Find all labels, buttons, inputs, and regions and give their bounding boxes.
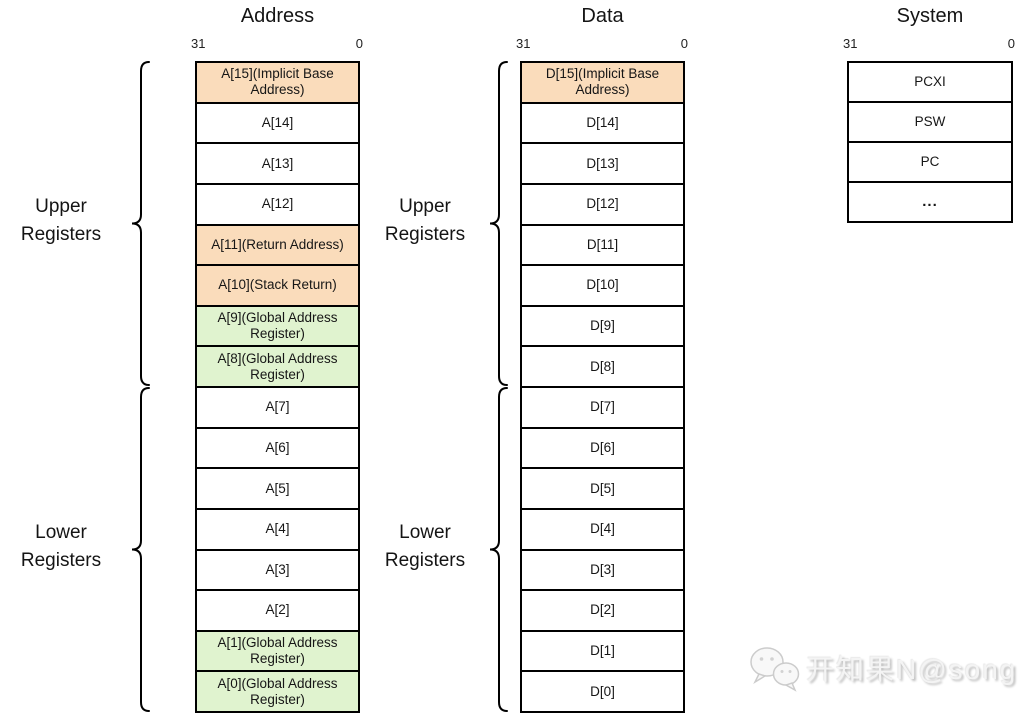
brace-data-lower: [489, 387, 508, 712]
register-cell-label: D[15](Implicit Base Address): [545, 66, 660, 98]
register-cell-label: A[6]: [265, 439, 290, 455]
register-cell-a-10-stack-return: A[10](Stack Return): [197, 266, 358, 307]
register-cell-label: A[11](Return Address): [211, 236, 344, 252]
register-cell-label: D[0]: [590, 683, 615, 699]
system-bit-range: 31 0: [843, 36, 1015, 51]
system-register-column: PCXI PSW PC...: [847, 61, 1013, 223]
register-cell-a-12: A[12]: [197, 184, 358, 226]
brace-address-lower: [131, 387, 150, 712]
register-cell-: ...: [849, 183, 1011, 221]
register-cell-label: A[3]: [265, 561, 290, 577]
register-cell-d-10: D[10]: [522, 266, 683, 307]
register-cell-a-0-global-address-register: A[0](Global Address Register): [197, 672, 358, 711]
address-bit-range: 31 0: [191, 36, 363, 51]
register-cell-label: A[8](Global Address Register): [217, 350, 338, 382]
register-cell-a-15-implicit-base-address: A[15](Implicit Base Address): [197, 63, 358, 104]
register-cell-label: D[5]: [590, 480, 615, 496]
watermark-text: 开知果N@song: [806, 654, 1018, 685]
register-cell-label: ...: [922, 193, 938, 210]
register-cell-d-3: D[3]: [522, 550, 683, 592]
register-cell-label: A[14]: [261, 114, 294, 130]
register-cell-d-8: D[8]: [522, 347, 683, 388]
register-cell-label: D[10]: [586, 277, 619, 293]
register-cell-a-1-global-address-register: A[1](Global Address Register): [197, 631, 358, 673]
register-cell-pc: PC: [849, 143, 1011, 183]
register-cell-label: D[3]: [590, 561, 615, 577]
register-cell-a-9-global-address-register: A[9](Global Address Register): [197, 306, 358, 348]
data-bit-31-label: 31: [516, 36, 531, 51]
register-cell-d-12: D[12]: [522, 184, 683, 226]
register-cell-d-2: D[2]: [522, 591, 683, 632]
register-cell-label: D[9]: [590, 318, 615, 334]
register-cell-label: D[12]: [586, 196, 619, 212]
register-cell-pcxi: PCXI: [849, 63, 1011, 103]
register-cell-label: D[6]: [590, 439, 615, 455]
register-cell-d-13: D[13]: [522, 144, 683, 185]
register-cell-label: A[4]: [265, 521, 290, 537]
register-cell-label: D[14]: [586, 114, 619, 130]
register-cell-psw: PSW: [849, 103, 1011, 143]
wechat-icon: [750, 647, 800, 692]
address-column-title: Address: [240, 5, 315, 27]
register-cell-label: A[13]: [261, 155, 294, 171]
data-column-title: Data: [581, 5, 624, 27]
register-cell-a-4: A[4]: [197, 509, 358, 551]
lower-registers-label-data: Lower Registers: [384, 522, 466, 571]
register-cell-a-2: A[2]: [197, 591, 358, 632]
register-cell-d-1: D[1]: [522, 631, 683, 673]
watermark: 开知果N@song: [748, 642, 1017, 694]
register-cell-label: A[10](Stack Return): [218, 277, 337, 293]
register-cell-label: A[15](Implicit Base Address): [221, 66, 334, 98]
data-bit-0-label: 0: [680, 36, 688, 51]
register-cell-label: A[7]: [265, 399, 290, 415]
address-bit-0-label: 0: [355, 36, 363, 51]
register-cell-a-3: A[3]: [197, 550, 358, 592]
register-cell-d-4: D[4]: [522, 509, 683, 551]
register-cell-d-0: D[0]: [522, 672, 683, 711]
register-cell-d-5: D[5]: [522, 469, 683, 510]
register-cell-label: PCXI: [914, 74, 946, 89]
register-cell-d-9: D[9]: [522, 306, 683, 348]
register-cell-d-14: D[14]: [522, 103, 683, 145]
register-cell-label: A[2]: [265, 602, 290, 618]
register-cell-label: D[11]: [586, 236, 619, 252]
register-cell-label: D[13]: [586, 155, 619, 171]
register-cell-label: PC: [920, 154, 940, 169]
register-cell-a-11-return-address: A[11](Return Address): [197, 225, 358, 267]
data-bit-range: 31 0: [516, 36, 688, 51]
register-cell-label: D[4]: [590, 521, 615, 537]
register-cell-a-13: A[13]: [197, 144, 358, 185]
register-cell-label: PSW: [914, 114, 946, 129]
register-cell-a-14: A[14]: [197, 103, 358, 145]
register-cell-d-7: D[7]: [522, 388, 683, 429]
register-cell-label: D[7]: [590, 399, 615, 415]
register-cell-label: D[8]: [590, 358, 615, 374]
register-cell-label: A[1](Global Address Register): [217, 635, 338, 667]
register-cell-a-6: A[6]: [197, 428, 358, 470]
brace-data-upper: [489, 61, 508, 386]
address-register-column: A[15](Implicit Base Address) A[14] A[13] A[…: [195, 61, 360, 713]
system-bit-31-label: 31: [843, 36, 858, 51]
register-cell-a-7: A[7]: [197, 388, 358, 429]
register-cell-label: A[12]: [261, 196, 294, 212]
brace-address-upper: [131, 61, 150, 386]
register-cell-d-11: D[11]: [522, 225, 683, 267]
upper-registers-label-address: Upper Registers: [20, 196, 102, 245]
register-cell-label: A[0](Global Address Register): [217, 675, 338, 707]
system-column-title: System: [896, 5, 964, 27]
register-cell-a-8-global-address-register: A[8](Global Address Register): [197, 347, 358, 388]
register-cell-label: A[5]: [265, 480, 290, 496]
register-cell-a-5: A[5]: [197, 469, 358, 510]
register-cell-d-15-implicit-base-address: D[15](Implicit Base Address): [522, 63, 683, 104]
upper-registers-label-data: Upper Registers: [384, 196, 466, 245]
register-cell-label: D[2]: [590, 602, 615, 618]
register-cell-label: A[9](Global Address Register): [217, 310, 338, 342]
lower-registers-label-address: Lower Registers: [20, 522, 102, 571]
system-bit-0-label: 0: [1007, 36, 1015, 51]
address-bit-31-label: 31: [191, 36, 206, 51]
register-cell-label: D[1]: [590, 643, 615, 659]
register-cell-d-6: D[6]: [522, 428, 683, 470]
data-register-column: D[15](Implicit Base Address) D[14] D[13] D[…: [520, 61, 685, 713]
